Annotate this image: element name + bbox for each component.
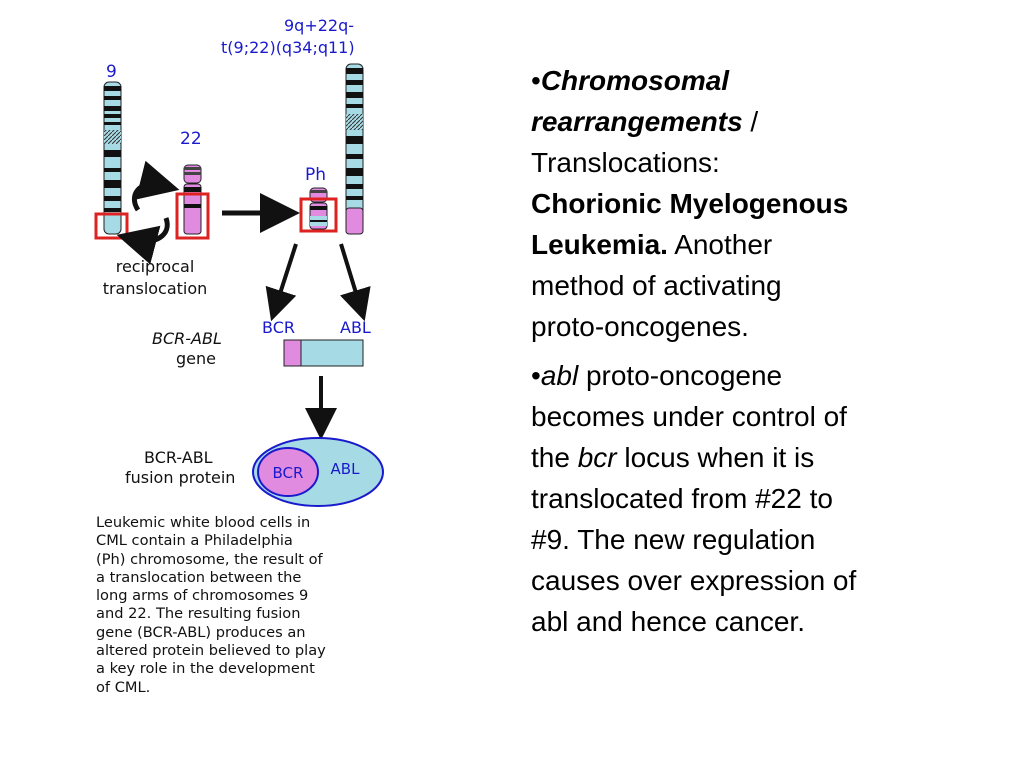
bullet-marker: • — [531, 360, 541, 391]
curved-arrow-down-icon — [116, 217, 170, 265]
bullet-marker: • — [531, 65, 541, 96]
protein-bcr-label: BCR — [273, 464, 304, 482]
derivative-chromosome-9 — [345, 63, 364, 235]
chromosome-9 — [103, 81, 122, 235]
fusion-label-line1: BCR-ABL — [144, 448, 213, 467]
reciprocal-label-line1: reciprocal — [116, 257, 195, 276]
bullet1-text-2: method of activating — [531, 270, 782, 301]
caption-line: of CML. — [96, 678, 151, 696]
bullet2-text-2: becomes under control of — [531, 401, 847, 432]
gene-label-line2: gene — [176, 349, 216, 368]
arrow-down-left-icon — [265, 243, 298, 322]
caption-line: and 22. The resulting fusion — [96, 605, 301, 623]
fusion-label-line2: fusion protein — [125, 468, 235, 487]
figure-caption: Leukemic white blood cells in CML contai… — [96, 514, 396, 697]
bullet2-text-3: locus when it is — [616, 442, 815, 473]
chrom9-label: 9 — [106, 62, 117, 82]
chrom22-label: 22 — [180, 129, 202, 149]
ph-label: Ph — [305, 165, 326, 185]
bullet2-abl: abl — [540, 360, 579, 391]
bullet1-translocations: Translocations: — [531, 147, 720, 178]
caption-line: (Ph) chromosome, the result of — [96, 550, 323, 568]
caption-line: CML contain a Philadelphia — [96, 532, 293, 550]
bullet2-text-1: proto-oncogene — [578, 360, 783, 391]
bullet2-text-5: #9. The new regulation — [531, 524, 816, 555]
caption-line: Leukemic white blood cells in — [96, 514, 311, 531]
bullet1-disease-part1: Chorionic Myelogenous — [531, 188, 849, 219]
chrom22-breakpoint-box — [175, 192, 210, 240]
bullet1-slash: / — [742, 106, 759, 137]
caption-line: altered protein believed to play — [96, 642, 326, 660]
bullet1-text-3: proto-oncogenes. — [531, 311, 749, 342]
bullet1-title-part2: rearrangements — [531, 106, 743, 137]
bullet1-title-part1: Chromosomal — [540, 65, 730, 96]
abl-label: ABL — [340, 318, 371, 337]
caption-line: long arms of chromosomes 9 — [96, 587, 309, 605]
bullet2-text-7: abl and hence cancer. — [531, 606, 805, 637]
derivative-label-1: 9q+22q- — [284, 16, 354, 35]
arrow-down-right-icon — [339, 243, 371, 322]
caption-line: gene (BCR-ABL) produces an — [96, 623, 306, 641]
bullet2-text-6: causes over expression of — [531, 565, 857, 596]
bullet-2: •abl proto-oncogene becomes under contro… — [531, 355, 961, 642]
fusion-gene-bar — [283, 339, 364, 367]
caption-line: a translocation between the — [96, 568, 302, 586]
philadelphia-chromosome — [309, 187, 328, 230]
bullet2-bcr: bcr — [577, 442, 617, 473]
bullet-1: •Chromosomal rearrangements / Translocat… — [531, 60, 961, 347]
bullet2-text-4: translocated from #22 to — [531, 483, 833, 514]
derivative-label-2: t(9;22)(q34;q11) — [221, 38, 355, 57]
bullet2-the: the — [531, 442, 578, 473]
bcr-label: BCR — [262, 318, 295, 337]
caption-line: a key role in the development — [96, 660, 315, 678]
bullet1-text-1: Another — [667, 229, 773, 260]
reciprocal-label-line2: translocation — [103, 279, 208, 298]
protein-abl-label: ABL — [331, 460, 361, 478]
fusion-protein — [252, 437, 384, 507]
bullet-list: •Chromosomal rearrangements / Translocat… — [531, 60, 961, 650]
ph-breakpoint-box — [299, 197, 338, 233]
chromosome-22 — [183, 164, 202, 235]
gene-label-line1: BCR-ABL — [152, 329, 222, 348]
bullet1-disease-part2: Leukemia. — [531, 229, 668, 260]
curved-arrow-up-icon — [131, 160, 180, 212]
